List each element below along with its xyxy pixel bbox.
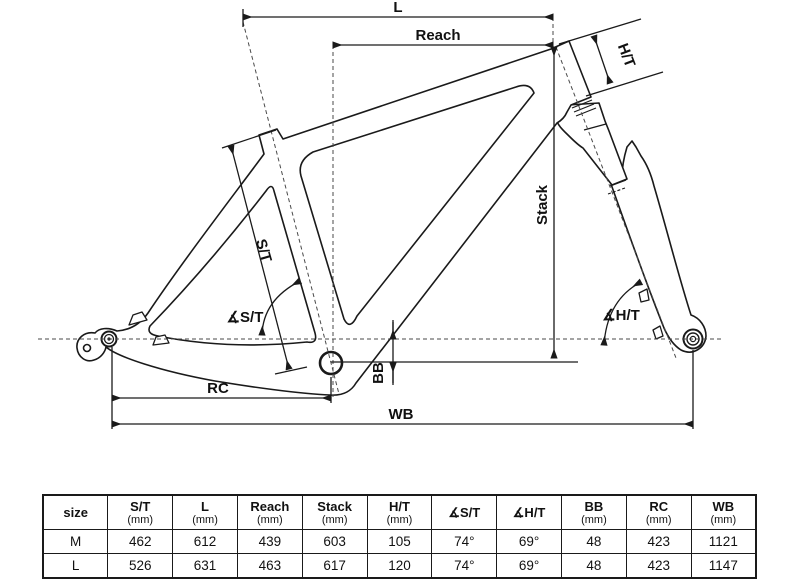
st-tick-top (221, 129, 277, 149)
cell: 48 (561, 553, 627, 579)
ht-ext-top (558, 18, 642, 45)
arc-ht-angle (600, 278, 644, 346)
label-ht: H/T (614, 41, 639, 70)
fork-lower-leg (610, 140, 707, 353)
header-ht-angle: ∡H/T (496, 494, 562, 530)
label-l: L (393, 0, 402, 16)
cell: 105 (366, 529, 433, 554)
cell: 423 (625, 553, 692, 579)
cell: 74° (431, 529, 498, 554)
dimension-labels: L Reach H/T Stack S/T ∡S/T ∡H/T BB RC WB (207, 0, 640, 423)
cell: 423 (625, 529, 692, 554)
cell: 1121 (690, 529, 757, 554)
fork-brake-tab (638, 288, 650, 303)
cell: 463 (236, 553, 303, 579)
cell: 48 (561, 529, 627, 554)
table-row-size-l: L 526 631 463 617 120 74° 69° 48 423 114… (42, 553, 757, 579)
cell: 617 (301, 553, 368, 579)
cell: 1147 (690, 553, 757, 579)
header-bb: BB(mm) (561, 494, 627, 530)
label-st: S/T (252, 237, 275, 264)
label-ht-angle: ∡H/T (602, 307, 640, 324)
frame (76, 40, 592, 396)
fork-dropout-notch (652, 325, 664, 340)
frame-geometry-diagram: L Reach H/T Stack S/T ∡S/T ∡H/T BB RC WB (38, 0, 722, 429)
header-wb: WB(mm) (690, 494, 757, 530)
headset-spacers (571, 99, 597, 117)
arc-st-angle (258, 277, 303, 336)
leg-band (609, 179, 627, 187)
header-stack: Stack(mm) (301, 494, 368, 530)
cell: 526 (107, 553, 174, 579)
header-l: L(mm) (172, 494, 238, 530)
table-row-size-m: M 462 612 439 603 105 74° 69° 48 423 112… (42, 529, 757, 554)
leg-band-dash (607, 187, 626, 195)
label-stack: Stack (534, 184, 551, 225)
geometry-table: size S/T(mm) L(mm) Reach(mm) Stack(mm) H… (42, 494, 757, 579)
cell: 439 (236, 529, 303, 554)
st-tick-bottom (274, 366, 308, 375)
cell: 120 (366, 553, 433, 579)
cell: 69° (496, 529, 562, 554)
cable-stop-seatstay (128, 311, 148, 326)
header-size: size (42, 494, 109, 530)
label-wb: WB (389, 406, 414, 423)
label-bb: BB (370, 362, 387, 384)
fork-crown (554, 102, 628, 186)
cell-size: L (42, 553, 109, 579)
cell: 69° (496, 553, 562, 579)
ht-ext-bottom (585, 71, 664, 97)
header-rc: RC(mm) (625, 494, 692, 530)
cell: 462 (107, 529, 174, 554)
frame-silhouette (76, 40, 592, 396)
cell-size: M (42, 529, 109, 554)
label-st-angle: ∡S/T (227, 309, 264, 326)
header-reach: Reach(mm) (236, 494, 303, 530)
cell: 631 (172, 553, 238, 579)
cell: 74° (431, 553, 498, 579)
cell: 612 (172, 529, 238, 554)
header-st-angle: ∡S/T (431, 494, 498, 530)
cell: 603 (301, 529, 368, 554)
cable-stop-chainstay (152, 334, 170, 346)
dim-ht (590, 34, 614, 85)
table-header-row: size S/T(mm) L(mm) Reach(mm) Stack(mm) H… (42, 494, 757, 530)
dimension-lines (111, 9, 694, 429)
header-st: S/T(mm) (107, 494, 174, 530)
label-reach: Reach (415, 27, 460, 44)
label-rc: RC (207, 380, 229, 397)
header-ht: H/T(mm) (366, 494, 433, 530)
